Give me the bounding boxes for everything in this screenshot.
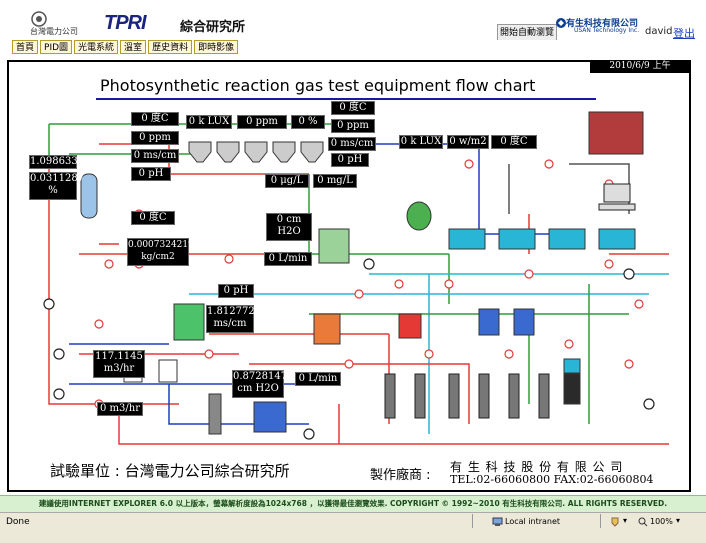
nav-greenhouse[interactable]: 溫室 bbox=[120, 40, 147, 54]
zoom-icon[interactable] bbox=[638, 517, 648, 527]
taipower-text: 台灣電力公司 bbox=[30, 27, 78, 36]
readout-pressure-cmh2o-1: 0 cm H2O bbox=[266, 213, 312, 241]
readout-percent: 0 % bbox=[291, 115, 325, 129]
title-underline bbox=[96, 98, 596, 100]
vendor-name-en: USAN Technology Inc. bbox=[574, 27, 640, 34]
copyright-bar: 建議使用INTERNET EXPLORER 6.0 以上版本，螢幕解析度設為10… bbox=[0, 495, 706, 512]
user-name: david bbox=[645, 26, 673, 37]
readout-ph-1: 0 pH bbox=[131, 167, 171, 181]
datetime-readout: 2010/6/9 上午 05:47:03 bbox=[590, 60, 690, 84]
nav-pv-system[interactable]: 光電系統 bbox=[74, 40, 119, 54]
readout-conductivity-2: 0 ms/cm bbox=[328, 137, 376, 151]
taipower-emblem-icon bbox=[31, 11, 47, 27]
nav-pid[interactable]: PID圖 bbox=[40, 40, 73, 54]
readout-pressure-cmh2o-2: 0.8728147 cm H2O bbox=[232, 370, 287, 398]
maker-contact: TEL:02-66060800 FAX:02-66060804 bbox=[450, 473, 654, 486]
chart-title: Photosynthetic reaction gas test equipme… bbox=[100, 76, 536, 95]
readout-pressure-kgcm2: 0.0007324219 kg/cm2 bbox=[127, 238, 194, 266]
readout-ppm-2: 0 ppm bbox=[131, 131, 179, 145]
main-nav: 首頁 PID圖 光電系統 溫室 歷史資料 即時影像 bbox=[0, 40, 706, 58]
readout-flow-lmin-2: 0 L/min bbox=[295, 372, 341, 386]
readout-ph-3: 0 pH bbox=[218, 284, 254, 298]
readout-conductivity-1: 0 ms/cm bbox=[131, 149, 179, 163]
readout-temp-1: 0 度C bbox=[131, 112, 179, 126]
nav-history[interactable]: 歷史資料 bbox=[148, 40, 193, 54]
taipower-logo: 台灣電力公司 bbox=[30, 10, 100, 36]
readout-airflow-m3hr-2: 0 m3/hr bbox=[97, 402, 143, 416]
readout-flow-lmin-1: 0 L/min bbox=[264, 252, 312, 266]
readout-lux-1: 0 k LUX bbox=[186, 115, 232, 129]
test-unit-label: 試驗單位 : 台灣電力公司綜合研究所 bbox=[50, 462, 290, 480]
readout-value-a: 1.098633 bbox=[29, 155, 78, 169]
readout-temp-3: 0 度C bbox=[491, 135, 537, 149]
readout-irradiance: 0 w/m2 bbox=[447, 135, 489, 149]
logout-link[interactable]: 登出 bbox=[673, 27, 695, 40]
security-zone: Local intranet bbox=[505, 517, 561, 526]
readout-temp-2: 0 度C bbox=[331, 101, 375, 115]
status-separator bbox=[472, 514, 473, 528]
status-text: Done bbox=[6, 517, 30, 527]
intranet-zone-icon bbox=[492, 517, 503, 526]
readout-ug-per-l: 0 μg/L bbox=[265, 174, 309, 188]
readout-lux-2: 0 k LUX bbox=[399, 135, 443, 149]
readout-temp-4: 0 度C bbox=[131, 211, 175, 225]
status-separator bbox=[600, 514, 601, 528]
protected-mode-dropdown-icon[interactable]: ▾ bbox=[623, 516, 628, 525]
nav-home[interactable]: 首頁 bbox=[12, 40, 39, 54]
readout-ph-2: 0 pH bbox=[331, 153, 369, 167]
zoom-dropdown-icon[interactable]: ▾ bbox=[676, 516, 681, 525]
header bbox=[0, 0, 706, 42]
vendor-name: 有生科技有限公司 bbox=[566, 19, 639, 29]
readout-airflow-m3hr-1: 117.1145 m3/hr bbox=[93, 350, 145, 378]
tpri-logo: TPRI bbox=[104, 12, 147, 34]
browser-status-bar bbox=[0, 512, 706, 543]
maker-name: 有 生 科 技 股 份 有 限 公 司 bbox=[450, 460, 624, 474]
maker-label: 製作廠商 : bbox=[370, 468, 431, 483]
protected-mode-icon[interactable] bbox=[610, 517, 620, 527]
readout-ppm-3: 0 ppm bbox=[331, 119, 375, 133]
usan-logo-icon bbox=[556, 18, 566, 28]
readout-conductivity-3: 1.812772 ms/cm bbox=[206, 305, 255, 333]
readout-ppm-1: 0 ppm bbox=[237, 115, 287, 129]
institute-title: 綜合研究所 bbox=[180, 20, 246, 35]
process-schematic bbox=[43, 111, 669, 445]
readout-value-b: 0.0311287 % bbox=[29, 172, 84, 200]
nav-live-video[interactable]: 即時影像 bbox=[194, 40, 239, 54]
zoom-level[interactable]: 100% bbox=[650, 517, 673, 526]
readout-mg-per-l: 0 mg/L bbox=[313, 174, 357, 188]
